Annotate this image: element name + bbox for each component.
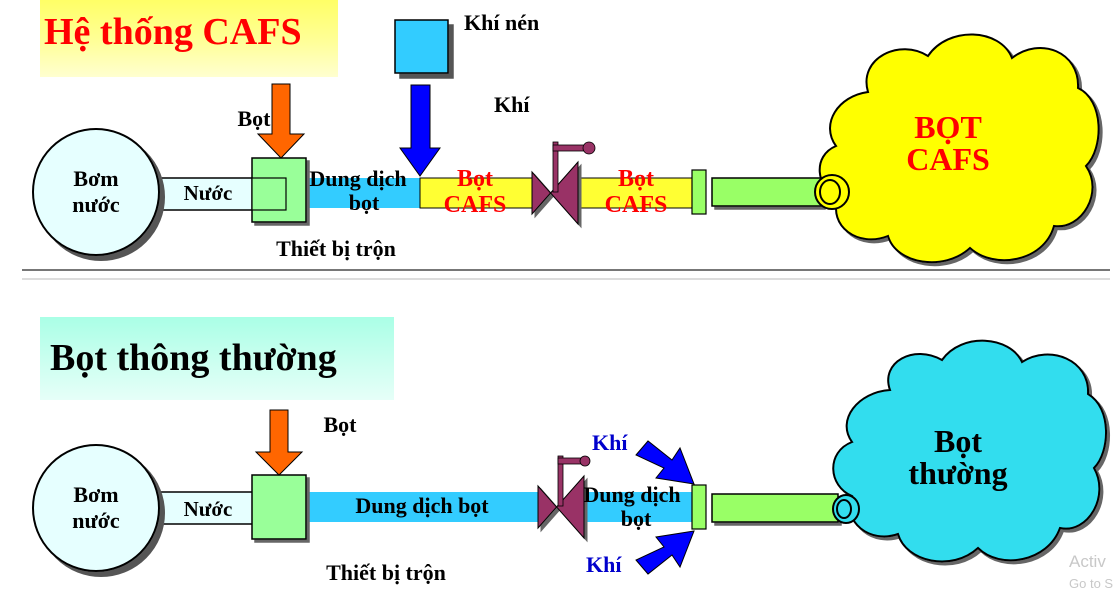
top-pipe-coupling: [691, 169, 707, 215]
bottom-nozzle-pipe: [711, 493, 839, 523]
bottom-solution-pipe-2: [576, 492, 694, 522]
top-foam-label: Bọt: [238, 106, 272, 131]
bottom-regular-foam-cloud: [832, 339, 1107, 563]
top-air-arrow: [399, 84, 441, 177]
bottom-water-label: Nước: [184, 497, 233, 521]
bottom-pipe-coupling: [691, 484, 707, 530]
top-mixer-inlet: [251, 177, 287, 211]
bottom-solution-label: Dung dịch bọt: [355, 493, 489, 518]
bottom-nozzle: [832, 494, 860, 524]
top-title-band: [40, 0, 338, 77]
bottom-solution2-label-2: bọt: [621, 506, 652, 531]
bottom-air-arrow-bottom: [635, 530, 695, 575]
top-cafs-pipe-2: [575, 177, 695, 209]
top-solution-label-2: bọt: [349, 190, 380, 215]
bottom-title: Bọt thông thường: [50, 337, 337, 379]
bottom-cloud-label-2: thường: [908, 455, 1007, 491]
bottom-pump-label-2: nước: [72, 508, 120, 533]
bottom-water-pipe: [157, 491, 257, 525]
bottom-foam-arrow: [254, 409, 304, 476]
bottom-mixer: [251, 474, 307, 540]
top-cloud-label-1: BỌT: [914, 109, 982, 145]
bottom-water-pump: [32, 444, 160, 572]
compressed-air-box: [394, 19, 449, 74]
bottom-air-bottom-label: Khí: [586, 552, 622, 577]
top-water-pipe: [157, 177, 257, 211]
top-foam-arrow: [256, 83, 306, 159]
top-solution-label-1: Dung dịch: [309, 166, 406, 191]
bottom-air-arrow-top: [635, 440, 695, 485]
bottom-cloud-label-1: Bọt: [934, 423, 982, 459]
top-valve: [531, 141, 596, 226]
top-cafs-seg2-label-2: CAFS: [605, 192, 668, 218]
top-solution-pipe: [306, 178, 422, 208]
top-air-label: Khí: [494, 92, 530, 117]
bottom-solution-pipe: [306, 492, 538, 522]
bottom-foam-label: Bọt: [324, 412, 358, 437]
top-water-pump: [32, 128, 160, 256]
compressed-air-label: Khí nén: [464, 10, 539, 35]
top-nozzle-pipe: [711, 177, 823, 207]
top-water-label: Nước: [184, 181, 233, 205]
top-pump-label-2: nước: [72, 192, 120, 217]
top-cloud-label-2: CAFS: [906, 141, 990, 177]
bottom-mixer-label: Thiết bị trộn: [326, 560, 446, 585]
bottom-solution2-label-1: Dung dịch: [583, 482, 680, 507]
bottom-air-top-label: Khí: [592, 430, 628, 455]
activation-watermark-line2: Go to S: [1069, 576, 1114, 591]
top-title: Hệ thống CAFS: [44, 11, 302, 53]
top-mixer-label: Thiết bị trộn: [276, 236, 396, 261]
top-cafs-seg1-label-1: Bọt: [457, 166, 493, 192]
bottom-pump-label-1: Bơm: [73, 482, 118, 507]
top-cafs-seg1-label-2: CAFS: [444, 192, 507, 218]
activation-watermark-line1: Activ: [1069, 552, 1106, 571]
top-cafs-seg2-label-1: Bọt: [618, 166, 654, 192]
top-pump-label-1: Bơm: [73, 166, 118, 191]
bottom-title-band: [40, 317, 394, 400]
top-nozzle: [814, 174, 850, 210]
bottom-valve: [537, 455, 591, 540]
